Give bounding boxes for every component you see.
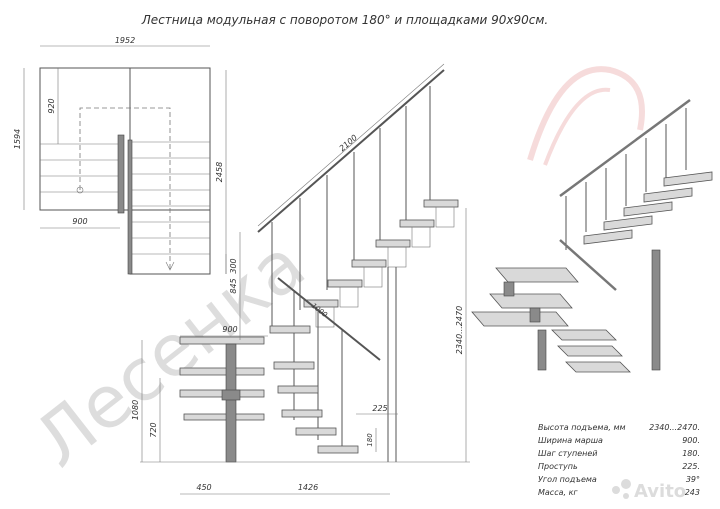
watermark-text: Лесенка [19,222,321,483]
spec-label-4: Угол подъема [538,475,597,484]
side-view: 2100 1000 [131,63,470,495]
avito-logo: Avito [612,479,686,502]
spec-value-5: 243 [685,488,700,497]
dim-plan-width: 1952 [115,36,135,45]
spec-label-3: Проступь [538,462,578,471]
iso-view [471,98,713,373]
spec-value-4: 39° [686,475,700,484]
dim-plan-920: 920 [47,98,56,113]
drawing-title: Лестница модульная с поворотом 180° и пл… [141,13,548,27]
spec-value-2: 180. [682,449,700,458]
spec-label-2: Шаг ступеней [538,449,598,458]
spec-table: Высота подъема, мм 2340...2470. Ширина м… [538,423,700,497]
spec-label-1: Ширина марша [538,436,603,445]
spec-value-3: 225. [682,462,700,471]
dim-diag-2100: 2100 [338,133,359,153]
dim-side-300: 300 [229,258,238,273]
spec-label-0: Высота подъема, мм [538,423,626,432]
dim-plan-900: 900 [72,217,87,226]
plan-view: 1952 1594 920 900 2458 300 [13,36,238,275]
dim-total-height: 2340...2470 [455,306,464,354]
dim-plan-height: 1594 [13,129,22,149]
dim-180: 180 [366,433,374,447]
dim-225: 225 [372,404,387,413]
dim-h-1080: 1080 [131,400,140,420]
dim-h-720: 720 [149,422,158,437]
spec-value-0: 2340...2470. [649,423,700,432]
dim-side-845: 845 [229,278,238,293]
dim-top-900: 900 [222,325,237,334]
dim-1426: 1426 [298,483,318,492]
dim-450: 450 [196,483,211,492]
watermark-logo [527,66,645,166]
spec-value-1: 900. [682,436,700,445]
dim-side-2458: 2458 [215,162,224,182]
avito-logo-text: Avito [634,481,686,502]
spec-label-5: Масса, кг [538,488,578,497]
